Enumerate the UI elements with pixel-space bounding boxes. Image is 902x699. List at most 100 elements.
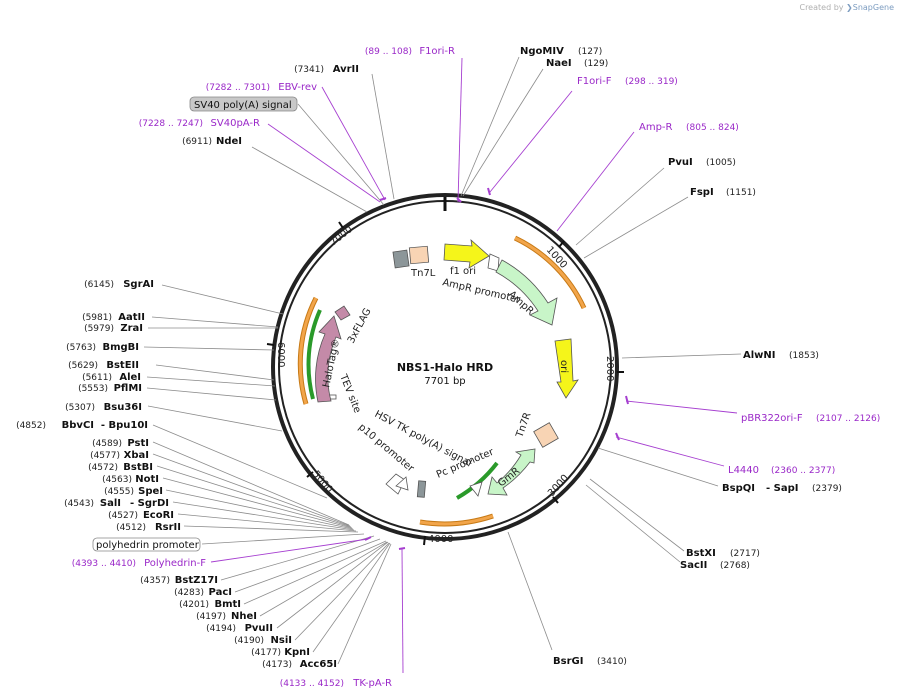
leader-sv40pa-r: [267, 123, 381, 203]
ampr-arrow: [495, 259, 558, 326]
enzyme-sali: SalI: [100, 498, 121, 509]
enzyme-pos-psti: (4589): [92, 439, 122, 449]
leader-fspi: [583, 196, 689, 259]
enzyme-pos-bsu36i: (5307): [65, 403, 95, 413]
leader-alei: [146, 376, 276, 387]
primer-tick-polyhedrin: [364, 536, 372, 541]
primer-range-pbr322ori-f: (2107 .. 2126): [816, 414, 880, 424]
enzyme-labels-right: NgoMIV (127) NaeI (129) PvuI (1005) FspI…: [520, 46, 842, 667]
enzyme-sacii: SacII: [680, 560, 707, 571]
ruler-label-4000: 4000: [428, 534, 453, 545]
enzyme-pos-naei: (129): [584, 59, 608, 69]
enzyme-pvui: PvuI: [668, 157, 693, 168]
enzyme-pos-noti: (4563): [102, 475, 132, 485]
enzyme-sgrdi: - SgrDI: [130, 498, 169, 509]
enzyme-bsteii: BstEII: [106, 360, 139, 371]
enzyme-acc65i: Acc65I: [300, 659, 337, 670]
enzyme-xbai: XbaI: [124, 450, 149, 461]
enzyme-pos-aatii: (5981): [82, 313, 112, 323]
ruler-label-5000: 5000: [310, 469, 335, 496]
enzyme-labels-left: AvrII (7341) NdeI (6911) SgrAI (6145) Aa…: [16, 64, 359, 670]
leader-aatii: [151, 316, 279, 328]
enzyme-paci: PacI: [209, 587, 232, 598]
enzyme-pflmi: PflMI: [114, 383, 142, 394]
leader-f1ori-f: [489, 90, 573, 193]
leader-polyhedrin-f: [210, 538, 369, 563]
enzyme-pos-pflmi: (5553): [78, 384, 108, 394]
leader-nhei: [259, 541, 388, 617]
enzyme-pos-sgrai: (6145): [84, 280, 114, 290]
leader-nsii: [294, 542, 390, 641]
pc-promoter-arrow: [469, 481, 483, 497]
enzyme-alei: AleI: [119, 372, 141, 383]
ori-arrow: [554, 338, 579, 399]
enzyme-bsu36i: Bsu36I: [104, 402, 142, 413]
leader-bstxi: [589, 478, 685, 552]
primer-range-f1ori-r: (89 .. 108): [365, 47, 412, 57]
primer-sv40pa-r: SV40pA-R: [211, 118, 260, 129]
enzyme-bstbi: BstBI: [123, 462, 153, 473]
leader-bmti: [243, 540, 387, 605]
leader-pflmi: [146, 387, 277, 401]
leader-naei: [462, 68, 544, 197]
enzyme-nhei: NheI: [231, 611, 257, 622]
primer-f1ori-f: F1ori-F: [577, 76, 612, 87]
leader-xbai: [152, 453, 351, 527]
tick-1000: [558, 240, 565, 248]
leader-sali: [172, 501, 355, 531]
enzyme-rsrii: RsrII: [155, 522, 181, 533]
enzyme-pos-bstz17i: (4357): [140, 576, 170, 586]
enzyme-pos-fspi: (1151): [726, 188, 756, 198]
enzyme-pos-bstxi: (2717): [730, 549, 760, 559]
enzyme-naei: NaeI: [546, 58, 572, 69]
enzyme-bmti: BmtI: [214, 599, 241, 610]
leader-ebv-rev: [321, 86, 386, 201]
tick-3000: [552, 496, 559, 504]
primer-range-ebv-rev: (7282 .. 7301): [206, 83, 270, 93]
leader-psti: [152, 441, 350, 526]
primer-leaders: [210, 57, 738, 674]
enzyme-bsrgi: BsrGI: [553, 656, 583, 667]
enzyme-pos-avrii: (7341): [294, 65, 324, 75]
sv40-label: SV40 poly(A) signal: [194, 100, 292, 111]
enzyme-pos-acc65i: (4173): [262, 660, 292, 670]
leader-f1ori-r: [457, 57, 463, 203]
enzyme-alwni: AlwNI: [743, 350, 776, 361]
f1ori-arrow: [443, 238, 490, 269]
leader-avrii: [371, 73, 395, 200]
enzyme-noti: NotI: [135, 474, 159, 485]
enzyme-pos-alei: (5611): [82, 373, 112, 383]
enzyme-pos-alwni: (1853): [789, 351, 819, 361]
green-arc-gm: [455, 461, 499, 500]
enzyme-pos-sali: (4543): [64, 499, 94, 509]
enzyme-aatii: AatII: [118, 312, 145, 323]
enzyme-ndei: NdeI: [216, 136, 242, 147]
gmr-arrow: [487, 448, 536, 496]
enzyme-pos-ndei: (6911): [182, 137, 212, 147]
enzyme-zrai: ZraI: [120, 323, 143, 334]
polyhedrin-label-box: [92, 537, 201, 552]
enzyme-bstxi: BstXI: [686, 548, 716, 559]
leader-bsteii: [155, 364, 275, 381]
boxed-labels: SV40 poly(A) signal polyhedrin promoter: [92, 96, 298, 552]
enzyme-pos-paci: (4283): [174, 588, 204, 598]
ruler-label-6000: 6000: [275, 342, 286, 367]
polyhedrin-promoter-arrow: [395, 476, 409, 491]
primer-range-polyhedrin-f: (4393 .. 4410): [72, 559, 136, 569]
leader-amp-r: [556, 131, 635, 232]
enzyme-psti: PstI: [127, 438, 149, 449]
sv40-label-box: [189, 96, 298, 112]
plasmid-length: 7701 bp: [424, 376, 465, 387]
enzyme-pos-bstbi: (4572): [88, 463, 118, 473]
tick-7000: [338, 221, 344, 229]
enzyme-ngomiv: NgoMIV: [520, 46, 564, 57]
enzyme-pos-bmgbi: (5763): [66, 343, 96, 353]
enzyme-leaders: [143, 56, 742, 665]
leader-rsrii: [183, 525, 359, 533]
enzyme-pos-ngomiv: (127): [578, 47, 602, 57]
enzyme-bpu10i: - Bpu10I: [101, 420, 148, 431]
enzyme-pos-rsrii: (4512): [116, 523, 146, 533]
tn7r-box: [533, 422, 559, 448]
leader-paci: [234, 538, 381, 593]
enzyme-pvuii: PvuII: [245, 623, 273, 634]
